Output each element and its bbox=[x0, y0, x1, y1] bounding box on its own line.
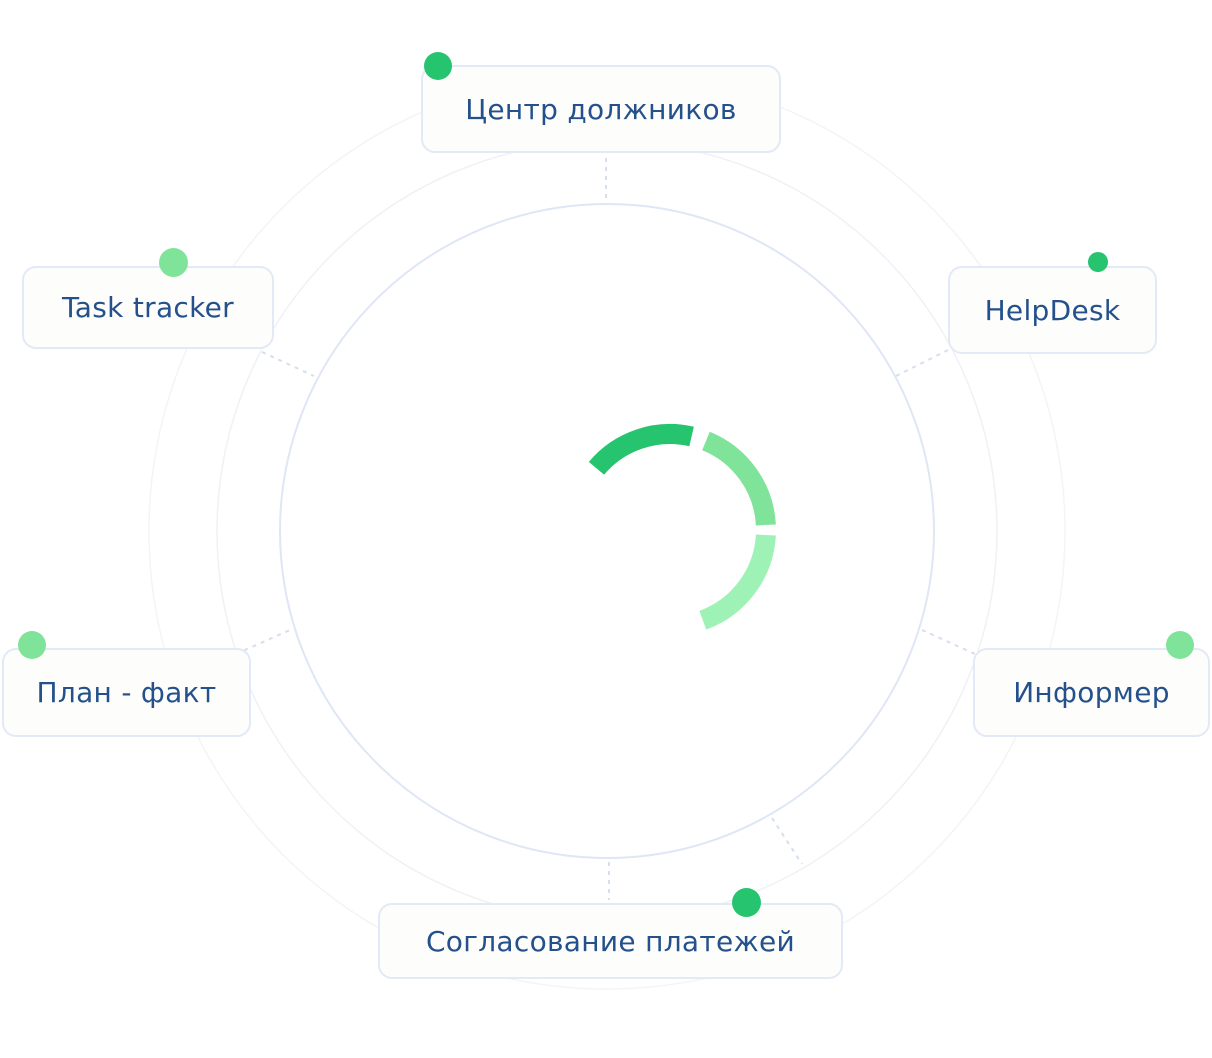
connector-bottom-right bbox=[771, 817, 803, 865]
status-dot bbox=[1166, 631, 1194, 659]
node-label: Информер bbox=[1013, 676, 1170, 709]
node-plan-fact[interactable]: План - факт bbox=[2, 648, 251, 737]
status-dot bbox=[732, 888, 761, 917]
node-label: Согласование платежей bbox=[425, 924, 796, 958]
node-debtor-center[interactable]: Центр должников bbox=[421, 65, 781, 153]
node-payment-approval[interactable]: Согласование платежей bbox=[378, 903, 843, 979]
connector-helpdesk bbox=[891, 349, 949, 379]
status-dot bbox=[424, 52, 452, 80]
node-helpdesk[interactable]: HelpDesk bbox=[948, 266, 1157, 354]
center-arc-segment bbox=[588, 424, 694, 475]
node-label: План - факт bbox=[36, 676, 217, 709]
node-label: Task tracker bbox=[62, 291, 234, 324]
status-dot bbox=[1088, 252, 1108, 272]
middle-orbit bbox=[216, 140, 998, 922]
node-label: HelpDesk bbox=[984, 293, 1121, 327]
connector-informer bbox=[921, 629, 976, 655]
node-label: Центр должников bbox=[465, 92, 737, 126]
center-arc-segment bbox=[699, 534, 776, 630]
node-informer[interactable]: Информер bbox=[973, 648, 1210, 737]
connector-task-tracker bbox=[261, 351, 315, 377]
status-dot bbox=[18, 631, 46, 659]
inner-orbit bbox=[279, 203, 935, 859]
center-arc-segment bbox=[701, 431, 776, 526]
status-dot bbox=[159, 248, 188, 277]
outer-orbit bbox=[148, 72, 1066, 990]
node-task-tracker[interactable]: Task tracker bbox=[22, 266, 274, 349]
